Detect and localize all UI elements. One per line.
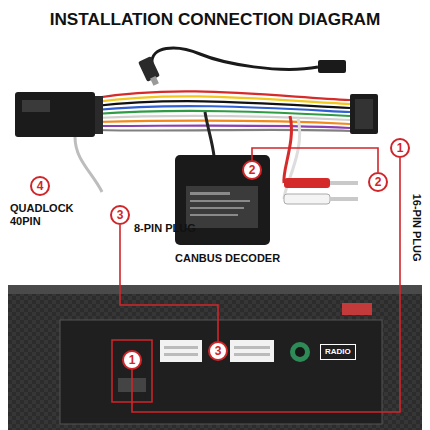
rca-plugs-part (330, 181, 358, 185)
part-label: RADIO (320, 344, 356, 360)
quadlock-connector (15, 92, 103, 137)
radio-back-panel-part (164, 353, 198, 356)
leader-line (252, 148, 378, 172)
part-label: 16-PIN PLUG (409, 194, 422, 262)
harness-wires-part (95, 121, 350, 124)
antenna-cable-part (318, 60, 346, 73)
radio-back-panel-part (8, 285, 422, 294)
canbus-decoder-part (190, 214, 238, 216)
callout-text: 4 (37, 180, 44, 192)
callout-number: 1 (390, 138, 410, 158)
callout-number: 3 (110, 205, 130, 225)
part-label: QUADLOCK 40PIN (10, 202, 92, 228)
canbus-decoder-part (190, 207, 244, 209)
quadlock-connector-part (95, 96, 103, 134)
radio-back-panel-part (342, 303, 372, 315)
rca-plugs (284, 178, 358, 204)
radio-back-panel-part (290, 342, 310, 362)
callout-text: 3 (215, 345, 222, 357)
callout-number: 3 (208, 341, 228, 361)
radio-back-panel-part (60, 320, 382, 424)
callout-number: 1 (122, 350, 142, 370)
harness-wires-part (95, 116, 350, 120)
callout-number: 4 (30, 176, 50, 196)
callout-number: 2 (368, 172, 388, 192)
callout-text: 1 (397, 142, 404, 154)
radio-back-panel-part (295, 347, 305, 357)
leader-line (120, 225, 218, 341)
rca-plugs-part (284, 178, 330, 188)
quadlock-connector-part (15, 92, 95, 137)
callout-text: 1 (129, 354, 136, 366)
quadlock-connector-part (22, 100, 50, 112)
antenna-cable (138, 48, 346, 86)
part-label: 8-PIN PLUG (134, 222, 196, 235)
antenna-cable-part (138, 56, 160, 82)
rca-plugs-part (284, 194, 330, 204)
canbus-decoder-part (190, 200, 250, 202)
part-label: CANBUS DECODER (175, 252, 280, 265)
harness-wires-part (75, 137, 102, 192)
antenna-cable-part (150, 76, 159, 86)
radio-back-panel-part (160, 340, 202, 362)
radio-back-panel (8, 285, 422, 430)
harness-wires-part (95, 126, 350, 129)
radio-back-panel-part (230, 340, 274, 362)
harness-wires-part (95, 130, 350, 131)
callout-text: 2 (375, 176, 382, 188)
diagram-title: INSTALLATION CONNECTION DIAGRAM (0, 9, 430, 30)
radio-back-panel-part (164, 346, 198, 349)
callout-text: 2 (249, 164, 256, 176)
radio-back-panel-part (8, 285, 422, 430)
sixteen-pin-connector-part (355, 99, 373, 129)
harness-wires-part (205, 112, 214, 156)
callout-text: 3 (117, 209, 124, 221)
leader-line (132, 158, 400, 412)
radio-back-panel-part (234, 353, 270, 356)
rca-plugs-part (330, 197, 358, 201)
antenna-cable-part (152, 48, 318, 69)
sixteen-pin-connector (350, 94, 378, 134)
sixteen-pin-connector-part (350, 94, 378, 134)
radio-back-panel-part (234, 346, 270, 349)
callout-number: 2 (242, 160, 262, 180)
canbus-decoder-part (186, 186, 258, 228)
canbus-decoder-part (190, 192, 230, 195)
